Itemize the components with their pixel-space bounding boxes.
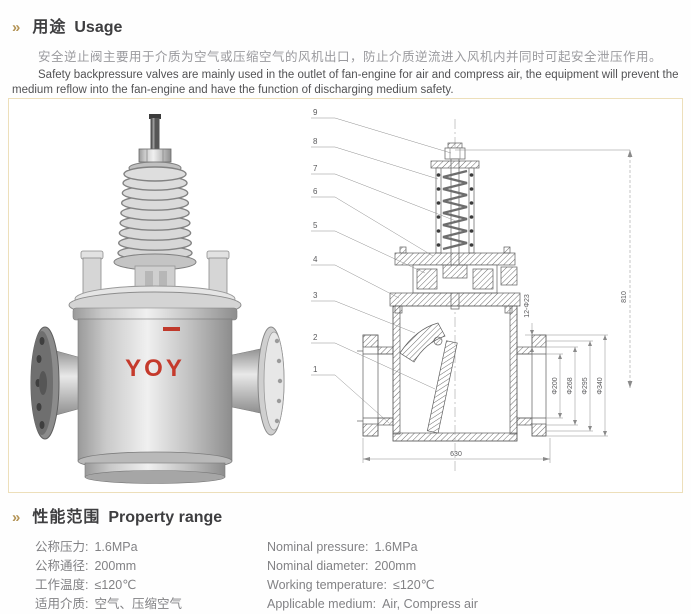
part-number-9: 9 — [313, 108, 318, 117]
spec-value: ≤120℃ — [94, 578, 137, 592]
dimension-labels: 810 630 12-Φ23 Φ200 Φ268 Φ295 Φ340 — [450, 291, 628, 458]
spec-label: Working temperature: — [267, 578, 387, 592]
property-range-header: » 性能范围 Property range — [12, 503, 681, 527]
part-number-6: 6 — [313, 187, 318, 196]
spec-row-pressure-zh: 公称压力: 1.6MPa — [35, 538, 267, 557]
spec-row-pressure-en: Nominal pressure: 1.6MPa — [267, 538, 478, 557]
part-number-1: 1 — [313, 365, 318, 374]
spec-row-temperature-zh: 工作温度: ≤120℃ — [35, 576, 267, 595]
property-range-title-zh: 性能范围 — [32, 509, 101, 526]
dim-label-630: 630 — [450, 451, 462, 458]
dim-label-bolt-holes: 12-Φ23 — [524, 294, 531, 318]
spec-value: ≤120℃ — [392, 578, 435, 592]
part-number-3: 3 — [313, 291, 318, 300]
spec-row-diameter-zh: 公称通径: 200mm — [35, 557, 267, 576]
dim-label-d340: Φ340 — [597, 377, 604, 394]
usage-body-chinese: 安全逆止阀主要用于介质为空气或压缩空气的风机出口，防止介质逆流进入风机内并同时可… — [38, 50, 663, 64]
valve-technical-drawing: 9 8 7 6 5 4 3 2 1 810 630 12-Φ23 Φ200 Φ2… — [305, 101, 683, 489]
spec-row-medium-en: Applicable medium: Air, Compress air — [267, 595, 478, 614]
spec-label: 公称通径: — [35, 559, 89, 573]
valve-photo: YOY — [17, 103, 307, 488]
spec-label: Nominal diameter: — [267, 559, 369, 573]
dim-diameters — [546, 334, 608, 437]
chevron-marker-icon: » — [12, 19, 21, 36]
drawing-right-port — [516, 334, 547, 437]
chevron-marker-icon: » — [12, 509, 21, 526]
valve-body — [72, 307, 238, 462]
figure-panel: YOY — [8, 98, 683, 493]
part-leaders — [311, 117, 457, 424]
spec-label: 工作温度: — [35, 578, 89, 592]
usage-header: » 用途 Usage — [12, 13, 681, 37]
spec-column-english: Nominal pressure: 1.6MPa Nominal diameter… — [267, 538, 478, 614]
drawing-flap-valve — [399, 322, 458, 434]
usage-section: » 用途 Usage 安全逆止阀主要用于介质为空气或压缩空气的风机出口，防止介质… — [12, 13, 681, 98]
dim-label-d200: Φ200 — [552, 377, 559, 394]
right-flange — [231, 326, 285, 436]
spec-label: Applicable medium: — [267, 597, 377, 611]
valve-stem — [149, 114, 161, 151]
spec-value: 200mm — [94, 559, 137, 573]
spec-label: 适用介质: — [35, 597, 89, 611]
part-number-4: 4 — [313, 255, 318, 264]
left-flange — [30, 326, 79, 440]
valve-base — [77, 451, 233, 484]
dim-810 — [455, 149, 633, 388]
dim-label-d268: Φ268 — [567, 377, 574, 394]
usage-title-zh: 用途 — [32, 19, 67, 36]
dim-label-810: 810 — [621, 291, 628, 303]
spring — [117, 166, 193, 261]
dim-label-d295: Φ295 — [582, 377, 589, 394]
spec-grid: 公称压力: 1.6MPa 公称通径: 200mm 工作温度: ≤120℃ 适用介质: 空… — [35, 538, 681, 614]
part-number-5: 5 — [313, 221, 318, 230]
dim-bolt-holes — [525, 323, 539, 357]
property-range-section: » 性能范围 Property range 公称压力: 1.6MPa 公称通径: 2… — [12, 503, 681, 614]
part-number-2: 2 — [313, 333, 318, 342]
spec-row-diameter-en: Nominal diameter: 200mm — [267, 557, 478, 576]
drawing-left-port — [357, 334, 394, 437]
spec-label: Nominal pressure: — [267, 540, 369, 554]
valve-photo-svg: YOY — [30, 114, 285, 484]
brand-logo: YOY — [125, 355, 185, 382]
part-number-8: 8 — [313, 137, 318, 146]
spec-column-chinese: 公称压力: 1.6MPa 公称通径: 200mm 工作温度: ≤120℃ 适用介质: 空… — [35, 538, 267, 614]
usage-body-english: Safety backpressure valves are mainly us… — [12, 69, 679, 96]
part-numbers: 9 8 7 6 5 4 3 2 1 — [313, 108, 318, 374]
usage-title-en: Usage — [74, 19, 123, 36]
dim-630 — [362, 438, 551, 463]
spec-row-temperature-en: Working temperature: ≤120℃ — [267, 576, 478, 595]
spec-value: 空气、压缩空气 — [94, 597, 182, 611]
spec-label: 公称压力: — [35, 540, 89, 554]
yoke — [80, 250, 230, 301]
spec-value: 1.6MPa — [374, 540, 418, 554]
valve-drawing-svg: 9 8 7 6 5 4 3 2 1 810 630 12-Φ23 Φ200 Φ2… — [311, 108, 633, 473]
spec-value: 1.6MPa — [94, 540, 138, 554]
body-label-tag — [163, 327, 180, 331]
drawing-body — [392, 305, 518, 442]
spec-row-medium-zh: 适用介质: 空气、压缩空气 — [35, 595, 267, 614]
property-range-title-en: Property range — [108, 509, 223, 526]
drawing-bonnet — [389, 246, 521, 314]
spec-value: Air, Compress air — [382, 597, 478, 611]
part-number-7: 7 — [313, 164, 318, 173]
spec-value: 200mm — [374, 559, 417, 573]
